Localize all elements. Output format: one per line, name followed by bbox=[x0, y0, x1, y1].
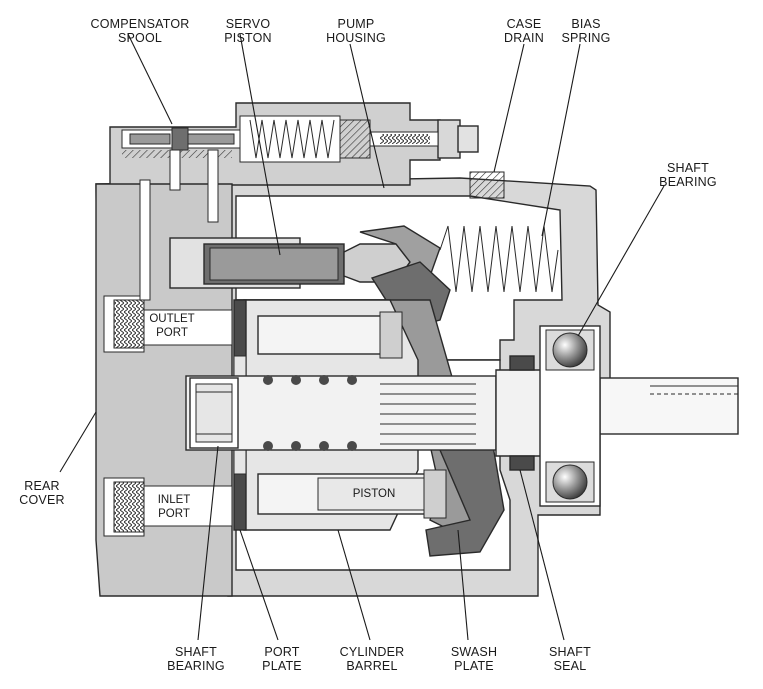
label-shaft-seal: SHAFT SEAL bbox=[549, 645, 591, 673]
cylinder-barrel-line2: BARREL bbox=[346, 659, 397, 673]
case-drain-line1: CASE bbox=[507, 17, 542, 31]
outlet-port-line2: PORT bbox=[156, 327, 188, 339]
label-servo-piston: SERVO PISTON bbox=[224, 17, 272, 45]
label-shaft-bearing-right: SHAFT BEARING bbox=[659, 161, 717, 189]
pump-housing-line2: HOUSING bbox=[326, 31, 386, 45]
compensator-spool-line1: COMPENSATOR bbox=[91, 17, 190, 31]
shaft-bearing-right-line1: SHAFT bbox=[667, 161, 709, 175]
label-cylinder-barrel: CYLINDER BARREL bbox=[340, 645, 405, 673]
swash-plate-line2: PLATE bbox=[454, 659, 494, 673]
port-plate-line2: PLATE bbox=[262, 659, 302, 673]
label-bias-spring: BIAS SPRING bbox=[561, 17, 610, 45]
leader-lines bbox=[59, 33, 665, 641]
rear-cover-line2: COVER bbox=[19, 493, 64, 507]
label-case-drain: CASE DRAIN bbox=[504, 17, 544, 45]
pump-housing-line1: PUMP bbox=[338, 17, 375, 31]
label-shaft-bearing-bottom: SHAFT BEARING bbox=[167, 645, 225, 673]
barrel-spring bbox=[263, 375, 357, 451]
compensator-spool bbox=[121, 127, 243, 223]
servo-piston-line2: PISTON bbox=[224, 31, 272, 45]
inlet-port-line2: PORT bbox=[158, 508, 190, 520]
case-drain-line2: DRAIN bbox=[504, 31, 544, 45]
servo-piston-line1: SERVO bbox=[226, 17, 271, 31]
piston-label: PISTON bbox=[353, 488, 396, 500]
front-shaft-bearing bbox=[539, 325, 601, 507]
label-swash-plate: SWASH PLATE bbox=[451, 645, 497, 673]
shaft-seal-line1: SHAFT bbox=[549, 645, 591, 659]
bias-spring-line2: SPRING bbox=[561, 31, 610, 45]
cylinder-barrel-line1: CYLINDER bbox=[340, 645, 405, 659]
bias-spring bbox=[439, 225, 559, 293]
label-port-plate: PORT PLATE bbox=[262, 645, 302, 673]
swash-plate-line1: SWASH bbox=[451, 645, 497, 659]
shaft-seal bbox=[509, 355, 535, 471]
compensator-spool-line2: SPOOL bbox=[118, 31, 162, 45]
inlet-port-line1: INLET bbox=[158, 494, 191, 506]
shaft-splines bbox=[380, 383, 476, 445]
shaft-bearing-right-line2: BEARING bbox=[659, 175, 717, 189]
shaft-bearing-bottom-line1: SHAFT bbox=[175, 645, 217, 659]
label-inlet-port: INLET PORT bbox=[158, 494, 191, 520]
case-drain bbox=[469, 171, 505, 199]
label-pump-housing: PUMP HOUSING bbox=[326, 17, 386, 45]
rear-cover-line1: REAR bbox=[24, 479, 60, 493]
label-compensator-spool: COMPENSATOR SPOOL bbox=[91, 17, 190, 45]
outlet-port-line1: OUTLET bbox=[149, 313, 194, 325]
shaft-bearing-bottom-line2: BEARING bbox=[167, 659, 225, 673]
drive-shaft bbox=[185, 369, 739, 457]
shaft-seal-line2: SEAL bbox=[554, 659, 587, 673]
label-rear-cover: REAR COVER bbox=[19, 479, 64, 507]
label-outlet-port: OUTLET PORT bbox=[149, 313, 194, 339]
bias-spring-line1: BIAS bbox=[571, 17, 600, 31]
port-plate-line1: PORT bbox=[264, 645, 299, 659]
